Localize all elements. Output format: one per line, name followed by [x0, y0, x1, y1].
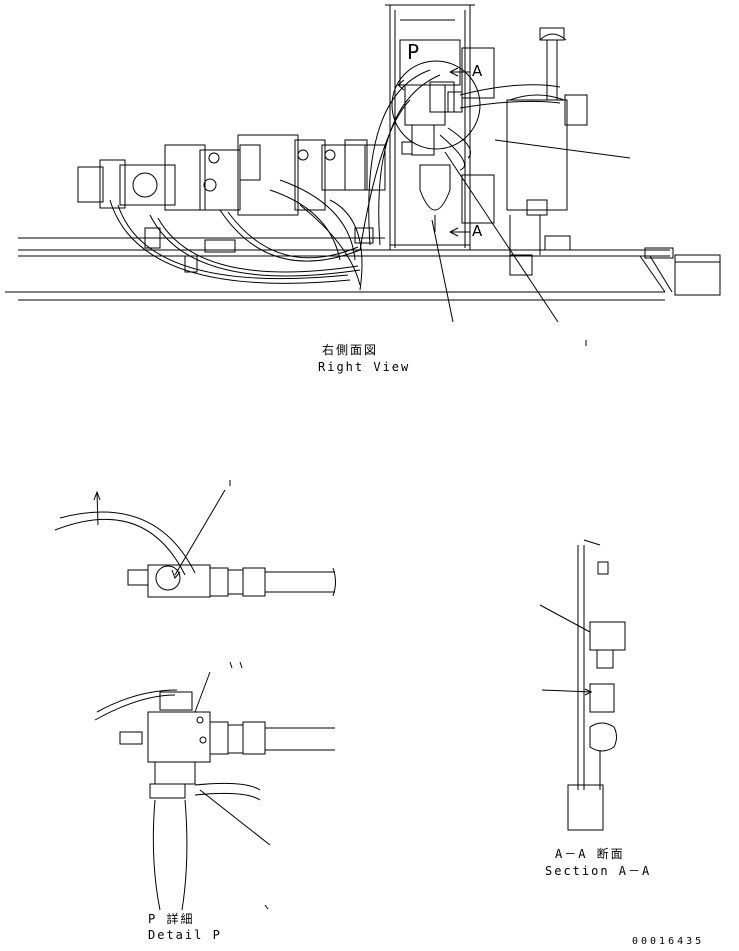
detail-p-upper-drawing	[54, 480, 336, 598]
callout-p-mark: P	[407, 40, 420, 64]
detail-p-lower-drawing	[94, 661, 335, 911]
section-aa-drawing	[539, 539, 626, 831]
callout-a-bottom: A	[472, 222, 483, 240]
section-aa-title-jp: A－A 断面	[555, 847, 625, 861]
callout-a-top: A	[472, 62, 483, 80]
section-aa-title-en: Section A－A	[545, 864, 652, 878]
drawing-number: 00016435	[632, 936, 705, 947]
detail-p-title-en: Detail P	[148, 928, 222, 942]
detail-p-title-jp: P 詳細	[148, 912, 195, 926]
right-view-title-jp: 右側面図	[322, 343, 379, 357]
right-view-title-en: Right View	[318, 360, 411, 374]
right-view-drawing	[5, 4, 721, 346]
